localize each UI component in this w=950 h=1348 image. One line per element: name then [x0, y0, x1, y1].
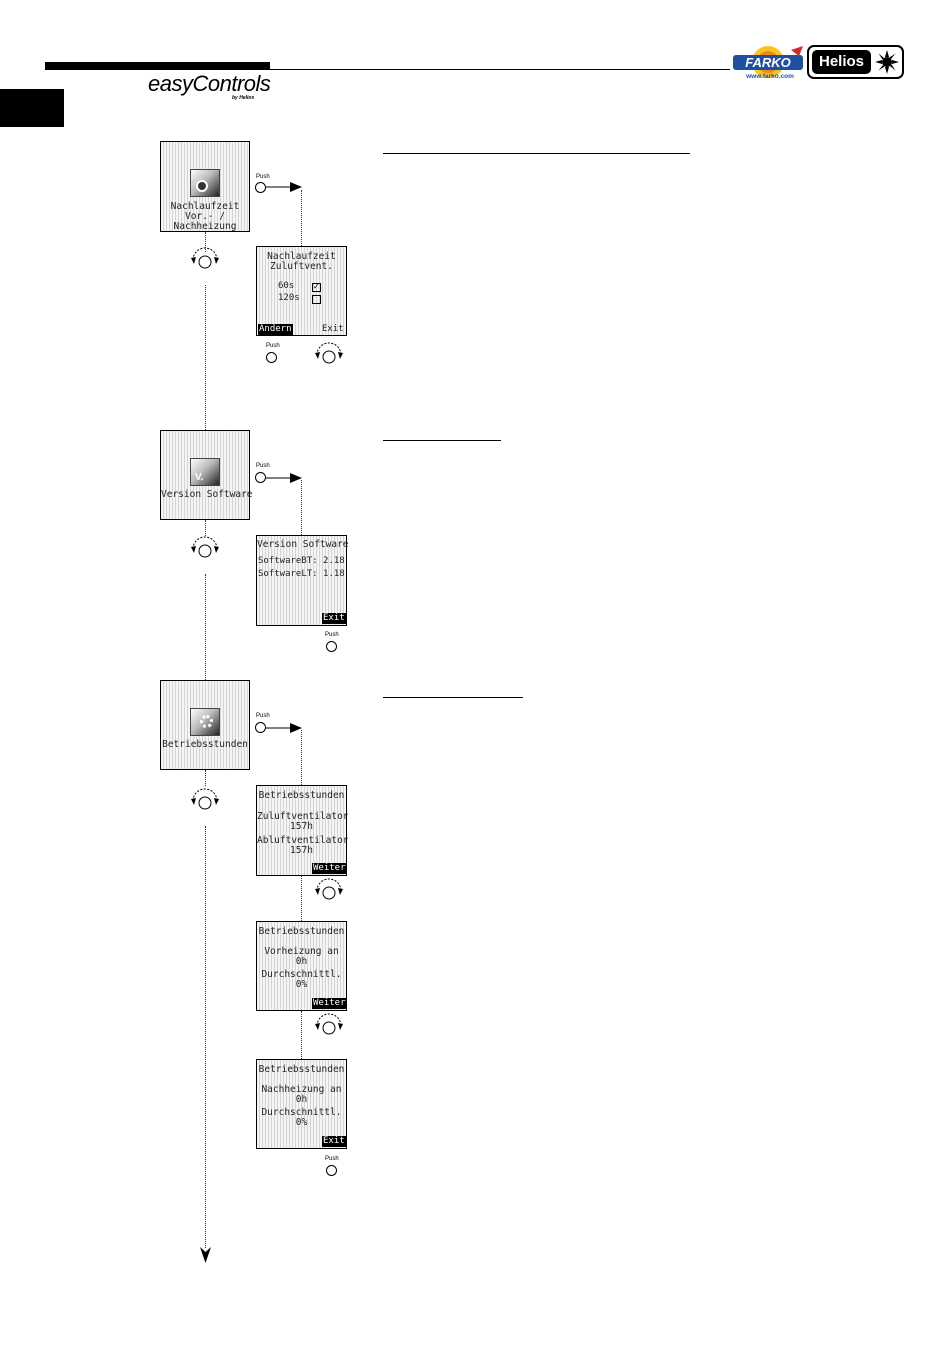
helios-logo: Helios — [807, 45, 904, 79]
version-icon: V. — [190, 458, 220, 486]
gears-icon — [190, 708, 220, 736]
rotate-knob-icon[interactable] — [188, 536, 222, 562]
rotate-knob-icon[interactable] — [188, 788, 222, 814]
clock-fan-icon — [190, 169, 220, 197]
push-label: Push — [256, 174, 270, 180]
rotate-knob-icon[interactable] — [312, 878, 346, 904]
option-120s[interactable]: 120s — [278, 293, 300, 303]
arrow-right-icon — [266, 473, 302, 483]
header-thick-bar — [45, 62, 270, 70]
menu-version-software[interactable]: V. Version Software — [160, 430, 253, 520]
menu-line1: Version Software — [161, 489, 253, 500]
push-button[interactable] — [326, 1165, 337, 1176]
screen-title1: Nachlaufzeit — [267, 251, 336, 262]
screen-betriebsstunden-nachheizung: Betriebsstunden Nachheizung an 0h Durchs… — [256, 1059, 347, 1149]
description-heading-underline — [383, 697, 523, 698]
push-button[interactable] — [255, 472, 266, 483]
screen-title: Betriebsstunden — [258, 1064, 345, 1075]
preheat-label: Vorheizung an — [264, 946, 339, 957]
change-button[interactable]: Ändern — [258, 324, 293, 335]
arrow-right-icon — [266, 723, 302, 733]
afterheat-label: Nachheizung an — [261, 1084, 342, 1095]
screen-title: Betriebsstunden — [258, 790, 345, 801]
menu-line2: Vor.- / — [184, 211, 226, 222]
main-flow-line-4 — [205, 574, 206, 680]
screen-title: Betriebsstunden — [258, 926, 345, 937]
brand-sub: by Helios — [232, 95, 255, 101]
menu-nachlaufzeit[interactable]: Nachlaufzeit Vor.- / Nachheizung — [160, 141, 250, 232]
sub-flow-line — [301, 190, 302, 246]
software-lt-value: SoftwareLT: 1.18 — [258, 569, 345, 579]
sub-flow-line — [301, 480, 302, 535]
menu-line3: Nachheizung — [173, 221, 237, 232]
main-flow-line-3 — [205, 520, 206, 536]
side-tab — [0, 89, 64, 127]
screen-betriebsstunden-vorheizung: Betriebsstunden Vorheizung an 0h Durchsc… — [256, 921, 347, 1011]
exit-button[interactable]: Exit — [322, 613, 346, 624]
farko-logo: FARKO www.farko.com — [731, 44, 805, 84]
exhaust-fan-label: Abluftventilator — [257, 835, 349, 846]
sun-icon — [733, 46, 803, 78]
push-button[interactable] — [266, 352, 277, 363]
menu-betriebsstunden[interactable]: Betriebsstunden — [160, 680, 250, 770]
sub-flow-line — [301, 730, 302, 785]
main-flow-line-5 — [205, 770, 206, 786]
main-flow-line-1 — [205, 232, 206, 252]
rotate-knob-icon[interactable] — [312, 1013, 346, 1039]
header-rule — [45, 69, 730, 70]
rotate-knob-icon[interactable] — [312, 342, 346, 368]
screen-betriebsstunden-ventilator: Betriebsstunden Zuluftventilator 157h Ab… — [256, 785, 349, 876]
preheat-hours: 0h — [295, 956, 308, 967]
exhaust-fan-hours: 157h — [290, 845, 313, 856]
description-heading-underline — [383, 153, 690, 154]
push-label: Push — [266, 343, 280, 349]
screen-title2: Zuluftvent. — [270, 261, 333, 272]
rotate-knob-icon[interactable] — [188, 247, 222, 273]
arrow-down-icon — [200, 1247, 211, 1263]
next-button[interactable]: Weiter — [312, 998, 347, 1009]
next-button[interactable]: Weiter — [312, 863, 347, 874]
option-60s[interactable]: 60s — [278, 281, 295, 291]
software-bt-value: SoftwareBT: 2.18 — [258, 556, 345, 566]
supply-fan-label: Zuluftventilator — [257, 811, 349, 822]
push-label: Push — [256, 463, 270, 469]
brand-logo: easyControls — [148, 71, 271, 96]
screen-version-software: Version Software SoftwareBT: 2.18 Softwa… — [256, 535, 349, 626]
checkbox-checked-icon[interactable]: ✓ — [312, 282, 321, 292]
push-button[interactable] — [255, 722, 266, 733]
push-label: Push — [256, 713, 270, 719]
afterheat-hours: 0h — [295, 1094, 308, 1105]
fan-icon — [875, 50, 899, 74]
exit-button[interactable]: Exit — [322, 324, 344, 334]
average-label: Durchschnittl. — [261, 1107, 342, 1118]
menu-line1: Betriebsstunden — [162, 739, 248, 750]
menu-line1: Nachlaufzeit — [170, 201, 240, 212]
average-label: Durchschnittl. — [261, 969, 342, 980]
main-flow-line-6 — [205, 826, 206, 1248]
push-label: Push — [325, 632, 339, 638]
push-button[interactable] — [255, 182, 266, 193]
description-heading-underline — [383, 440, 501, 441]
average-value: 0% — [295, 979, 308, 990]
checkbox-empty-icon[interactable] — [312, 295, 321, 304]
screen-nachlaufzeit-zuluft: Nachlaufzeit Zuluftvent. 60s ✓ 120s Ände… — [256, 246, 347, 336]
push-label: Push — [325, 1156, 339, 1162]
sub-flow-line — [301, 876, 302, 921]
arrow-right-icon — [266, 182, 302, 192]
sub-flow-line — [301, 1011, 302, 1059]
push-button[interactable] — [326, 641, 337, 652]
main-flow-line-2 — [205, 285, 206, 430]
supply-fan-hours: 157h — [290, 821, 313, 832]
average-value: 0% — [295, 1117, 308, 1128]
screen-title: Version Software — [257, 539, 349, 550]
exit-button[interactable]: Exit — [322, 1136, 346, 1147]
